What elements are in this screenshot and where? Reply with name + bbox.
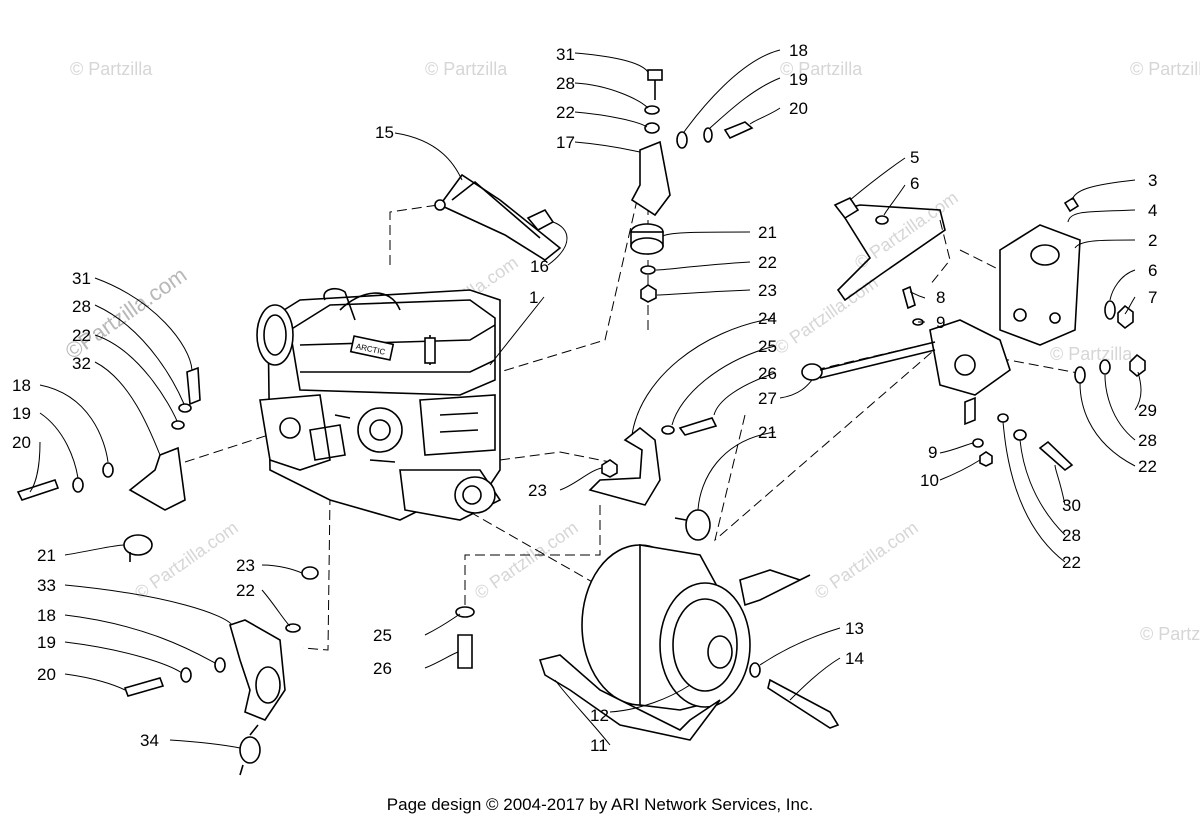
callout-8: 8 — [936, 288, 945, 307]
watermark: © Partzilla — [1050, 344, 1133, 364]
callout-19: 19 — [12, 404, 31, 423]
leader-lines — [29, 49, 1142, 749]
watermark: © Partzilla — [70, 59, 153, 79]
callout-15: 15 — [375, 123, 394, 142]
callout-28: 28 — [1062, 526, 1081, 545]
callout-12: 12 — [590, 706, 609, 725]
callout-25: 25 — [758, 337, 777, 356]
callout-23: 23 — [528, 481, 547, 500]
callout-23: 23 — [758, 281, 777, 300]
callout-14: 14 — [845, 649, 864, 668]
callout-28: 28 — [1138, 431, 1157, 450]
top-mount-parts — [630, 69, 754, 303]
callout-2: 2 — [1148, 231, 1157, 250]
watermark: © Partzilla.com — [131, 517, 242, 603]
callout-28: 28 — [72, 297, 91, 316]
watermark: © Partzilla — [1140, 624, 1200, 644]
callout-23: 23 — [236, 556, 255, 575]
callout-22: 22 — [72, 326, 91, 345]
watermark: © Partzilla.com — [471, 517, 582, 603]
callout-29: 29 — [1138, 401, 1157, 420]
callout-18: 18 — [37, 606, 56, 625]
callout-3: 3 — [1148, 171, 1157, 190]
callout-16: 16 — [530, 257, 549, 276]
copyright-footer: Page design © 2004-2017 by ARI Network S… — [386, 795, 814, 814]
callout-22: 22 — [236, 581, 255, 600]
callout-34: 34 — [140, 731, 159, 750]
watermark: © Partzilla — [780, 59, 863, 79]
callout-20: 20 — [37, 665, 56, 684]
watermark: © Partzilla — [425, 59, 508, 79]
callout-33: 33 — [37, 576, 56, 595]
callout-17: 17 — [556, 133, 575, 152]
callout-21: 21 — [37, 546, 56, 565]
callout-9: 9 — [928, 443, 937, 462]
middle-bracket-parts — [455, 417, 718, 669]
callout-1: 1 — [529, 288, 538, 307]
callout-31: 31 — [556, 45, 575, 64]
callout-7: 7 — [1148, 288, 1157, 307]
callout-26: 26 — [758, 364, 777, 383]
callout-31: 31 — [72, 269, 91, 288]
callout-28: 28 — [556, 74, 575, 93]
callout-19: 19 — [789, 70, 808, 89]
callout-22: 22 — [1062, 553, 1081, 572]
callout-21: 21 — [758, 223, 777, 242]
callout-10: 10 — [920, 471, 939, 490]
callout-20: 20 — [789, 99, 808, 118]
callout-21: 21 — [758, 423, 777, 442]
callout-22: 22 — [758, 253, 777, 272]
callout-6: 6 — [1148, 261, 1157, 280]
callout-20: 20 — [12, 433, 31, 452]
callout-18: 18 — [789, 41, 808, 60]
callout-32: 32 — [72, 354, 91, 373]
callout-27: 27 — [758, 389, 777, 408]
callout-30: 30 — [1062, 496, 1081, 515]
callout-22: 22 — [1138, 457, 1157, 476]
watermark: © Partzilla — [1130, 59, 1200, 79]
callout-11: 11 — [590, 736, 608, 755]
engine-assembly: ARCTIC — [256, 288, 502, 521]
callout-25: 25 — [373, 626, 392, 645]
left-mount-parts — [16, 366, 201, 562]
callout-26: 26 — [373, 659, 392, 678]
drive-clutch-parts — [538, 544, 840, 741]
watermark: © Partzilla.com — [811, 517, 922, 603]
callout-24: 24 — [758, 309, 777, 328]
part-15-plate — [434, 173, 562, 261]
callout-4: 4 — [1148, 201, 1157, 220]
callout-22: 22 — [556, 103, 575, 122]
callout-6: 6 — [910, 174, 919, 193]
callout-13: 13 — [845, 619, 864, 638]
callout-9: 9 — [936, 313, 945, 332]
callout-19: 19 — [37, 633, 56, 652]
callout-18: 18 — [12, 376, 31, 395]
right-bracket-parts — [801, 196, 1146, 472]
callout-5: 5 — [910, 148, 919, 167]
callouts: 1 2 3 4 5 6 6 7 8 9 9 10 11 12 13 14 15 … — [12, 41, 1157, 755]
